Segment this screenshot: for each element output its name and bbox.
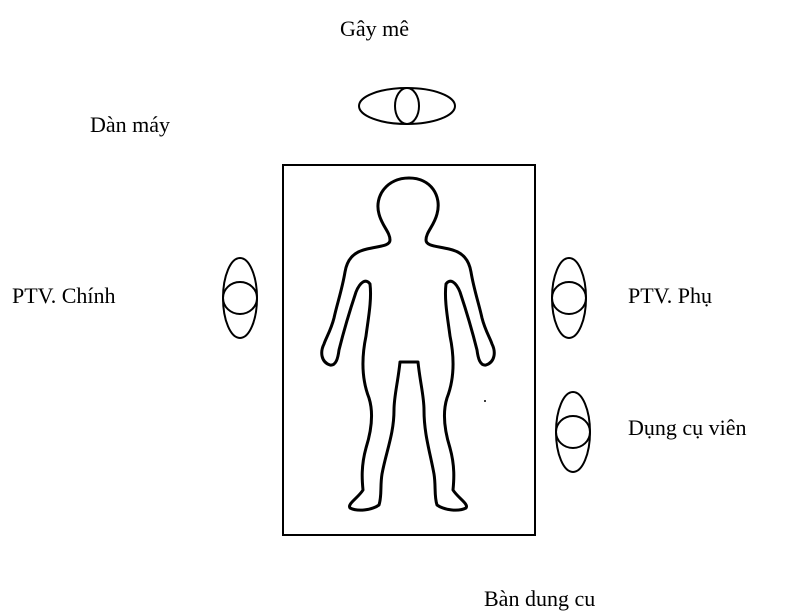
main-surgeon-position-icon <box>223 258 257 338</box>
speck-mark <box>484 400 486 402</box>
scrub-nurse-position-icon <box>556 392 590 472</box>
anesthesia-position-icon <box>359 88 455 124</box>
patient-body-icon <box>322 178 494 510</box>
assistant-surgeon-position-icon <box>552 258 586 338</box>
